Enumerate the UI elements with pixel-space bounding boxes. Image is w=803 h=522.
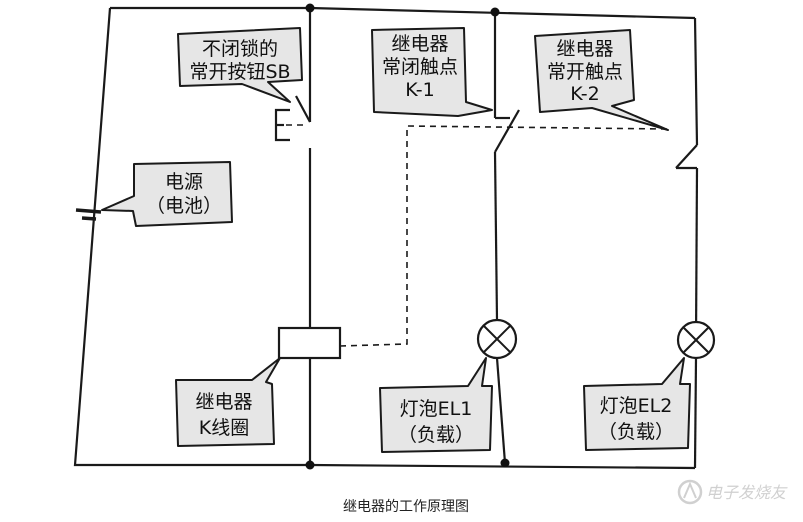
junction-dot	[490, 7, 500, 17]
callout-power-line2: （电池）	[146, 195, 222, 217]
circuit-wires	[73, 6, 699, 470]
junction-dot	[305, 460, 315, 470]
callout-k2-line2: 常开触点	[547, 61, 623, 83]
contact-k2-blade	[675, 144, 698, 169]
callout-k1-line1: 继电器	[391, 33, 448, 55]
callout-lamp-el2: 灯泡EL2 （负载）	[583, 357, 691, 451]
center-wire-mid	[493, 151, 499, 321]
junction-dots	[305, 3, 510, 470]
relay-coil-k	[277, 326, 342, 360]
callout-k2-line3: K-2	[570, 83, 599, 105]
callout-switch-sb-line1: 不闭锁的	[202, 38, 278, 60]
right-wire-top	[693, 17, 699, 146]
lamp-el2-symbol	[676, 320, 716, 360]
left-outer-wire	[73, 7, 310, 467]
callout-coil-line1: 继电器	[195, 391, 252, 413]
callout-el2-line2: （负载）	[598, 421, 674, 443]
top-wire-right	[309, 6, 696, 20]
callout-switch-sb-line2: 常开按钮SB	[189, 61, 290, 83]
callout-power-line1: 电源	[165, 171, 203, 193]
junction-dot	[305, 3, 315, 13]
lamp-el1-symbol	[476, 318, 518, 360]
callout-switch-sb: 不闭锁的 常开按钮SB	[177, 27, 303, 103]
callout-k1-line3: K-1	[405, 79, 434, 101]
watermark-text: 电子发烧友	[706, 483, 788, 502]
battery-symbol	[75, 208, 102, 221]
callout-power: 电源 （电池）	[101, 161, 233, 227]
callout-k1-line2: 常闭触点	[382, 56, 458, 78]
callout-el1-line2: （负载）	[398, 424, 474, 446]
callout-lamp-el1: 灯泡EL1 （负载）	[379, 357, 493, 453]
center-wire-bottom	[495, 357, 507, 464]
callout-coil-line2: K线圈	[199, 417, 249, 439]
contact-k2-symbol	[675, 144, 698, 170]
callout-el1-line1: 灯泡EL1	[400, 398, 473, 420]
right-wire-bottom	[693, 357, 698, 469]
figure-caption: 继电器的工作原理图	[343, 499, 469, 515]
watermark-logo: 电子发烧友	[677, 479, 788, 505]
switch-sb-blade	[295, 95, 311, 123]
relay-linkage-dashed	[339, 125, 668, 347]
callout-contact-k2: 继电器 常开触点 K-2	[534, 29, 669, 131]
callout-contact-k1: 继电器 常闭触点 K-1	[371, 27, 493, 117]
contact-k1-blade	[494, 109, 520, 153]
callout-k2-line1: 继电器	[556, 38, 613, 60]
switch-sb-symbol	[274, 95, 311, 142]
callout-el2-line1: 灯泡EL2	[600, 395, 673, 417]
callout-coil: 继电器 K线圈	[175, 357, 281, 447]
contact-k1-symbol	[494, 109, 520, 153]
junction-dot	[500, 458, 510, 468]
right-wire-mid	[694, 167, 699, 341]
